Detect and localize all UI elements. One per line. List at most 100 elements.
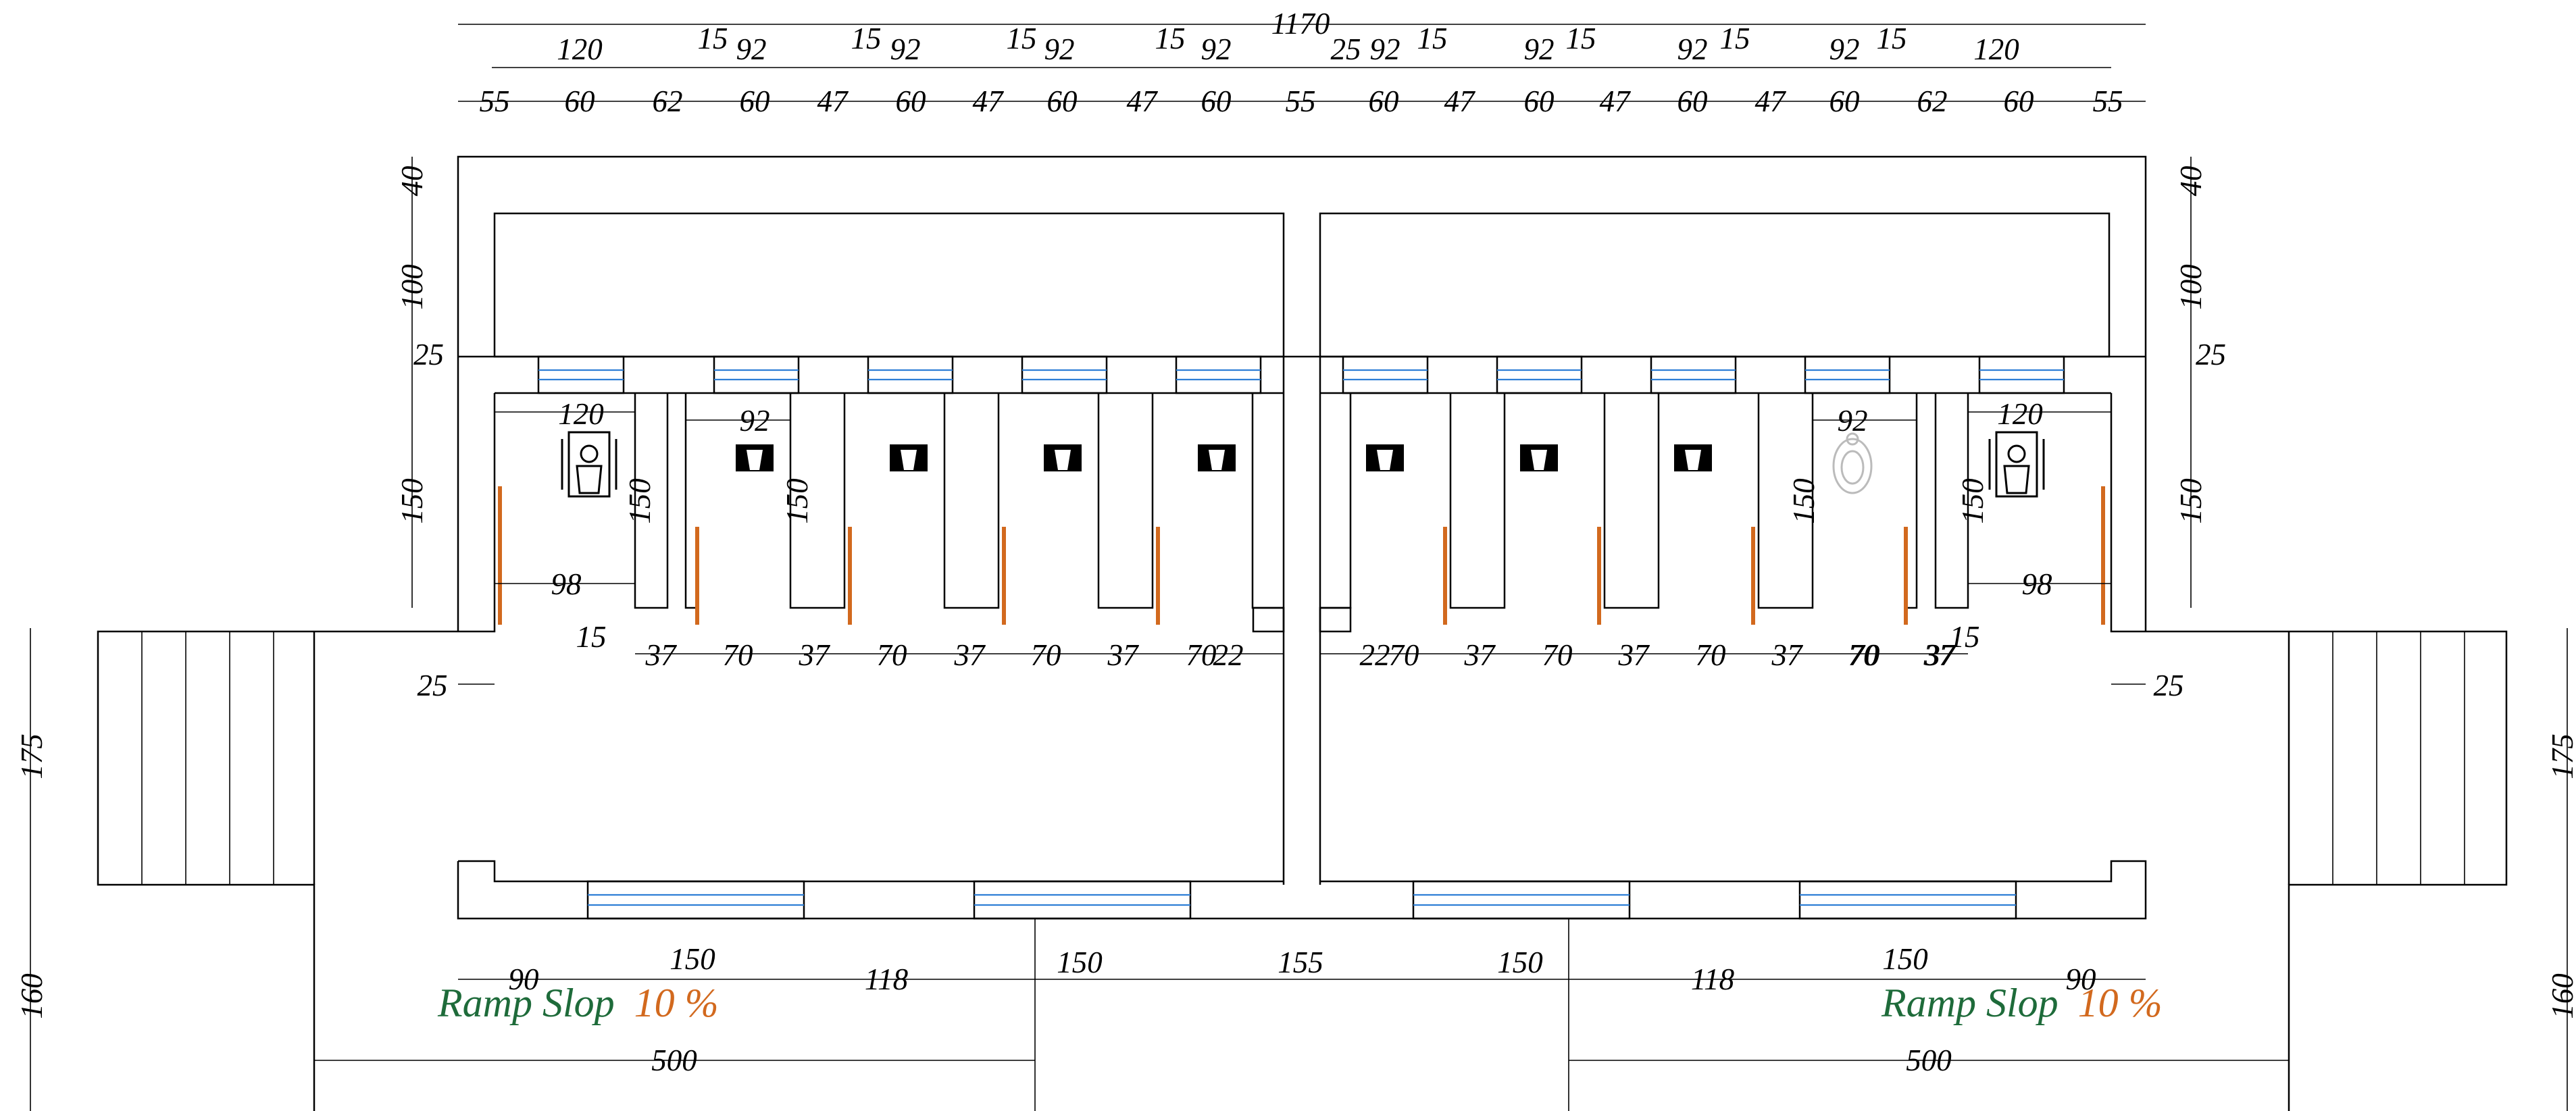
dim-mid-11: 60 xyxy=(1369,84,1399,118)
dim-stall-bottom-14: 70 xyxy=(1696,638,1726,672)
toilet-icon xyxy=(1044,444,1082,471)
dim-stall-bottom-4: 37 xyxy=(954,638,987,672)
window-bottom-0 xyxy=(586,880,805,920)
dim-stall-bottom-15: 37 xyxy=(1771,638,1804,672)
dim-stall-98-left: 98 xyxy=(551,567,582,601)
dim-mid-9: 60 xyxy=(1201,84,1232,118)
dim-mid-6: 47 xyxy=(973,84,1005,118)
dim-left-25: 25 xyxy=(413,338,444,371)
right-ramp-steps xyxy=(2146,630,2508,1111)
dim-stall-150-c: 150 xyxy=(1787,478,1821,524)
wheelchair-icon xyxy=(561,431,617,498)
dim-mid-7: 60 xyxy=(1047,84,1078,118)
dim-right-40: 40 xyxy=(2174,166,2208,197)
window-top-2 xyxy=(867,355,954,394)
dim-stall-bottom-13: 37 xyxy=(1618,638,1651,672)
dim-mid-18: 62 xyxy=(1917,84,1948,118)
dim-stall-150-a: 150 xyxy=(623,478,657,524)
window-bottom-3 xyxy=(1798,880,2017,920)
dim-500-right: 500 xyxy=(1906,1043,1952,1077)
top-dimensions: 1170 xyxy=(458,7,2146,102)
dim-500-left: 500 xyxy=(651,1043,697,1077)
right-vertical-dimensions: 40 100 25 150 xyxy=(2174,157,2226,608)
dim-top-8: 92 xyxy=(1201,32,1232,66)
building-walls xyxy=(457,155,2147,920)
dim-stall-bottom-3: 70 xyxy=(877,638,907,672)
dim-mid-19: 60 xyxy=(2004,84,2034,118)
dim-stall-bottom-7: 70 xyxy=(1186,638,1217,672)
dim-stall-bottom-8: 22 xyxy=(1213,638,1244,672)
window-top-3 xyxy=(1021,355,1108,394)
toilet-icon xyxy=(1520,444,1558,471)
dim-stall-150-d: 150 xyxy=(1956,478,1990,524)
dim-stall-25-right: 25 xyxy=(2154,669,2184,702)
dim-side-160-left: 160 xyxy=(15,973,49,1019)
dim-top-1: 15 xyxy=(698,22,728,55)
dim-mid-2: 62 xyxy=(653,84,683,118)
dim-top-7: 15 xyxy=(1155,22,1186,55)
dim-total-width: 1170 xyxy=(1271,7,1330,41)
dim-stall-bottom-16: 70 xyxy=(1848,638,1879,672)
fixtures xyxy=(561,431,2045,498)
ramp-label-left: Ramp Slop 10 % xyxy=(437,981,719,1025)
dim-top-15: 15 xyxy=(1720,22,1750,55)
dim-mid-20: 55 xyxy=(2093,84,2123,118)
dim-side-160-right: 160 xyxy=(2546,973,2576,1019)
dim-stall-15-right: 15 xyxy=(1950,620,1980,654)
dim-stall-120-right: 120 xyxy=(1997,397,2043,431)
window-top-6 xyxy=(1496,355,1583,394)
side-vertical-dimensions: 175 160 175 160 xyxy=(15,628,2576,1111)
dim-stall-bottom-1: 70 xyxy=(723,638,753,672)
dim-top-14: 92 xyxy=(1677,32,1708,66)
window-top-7 xyxy=(1650,355,1737,394)
dim-stall-150-b: 150 xyxy=(780,478,814,524)
dim-mid-5: 60 xyxy=(896,84,926,118)
stall-doors xyxy=(498,486,2105,625)
dim-top-4: 92 xyxy=(890,32,921,66)
dim-lower-6: 118 xyxy=(1691,962,1734,996)
dim-stall-bottom-9: 22 xyxy=(1360,638,1390,672)
dim-lower-2: 118 xyxy=(865,962,908,996)
dim-top-2: 92 xyxy=(736,32,767,66)
dim-mid-1: 60 xyxy=(565,84,595,118)
toilet-icon xyxy=(1366,444,1404,471)
svg-text:Ramp Slop 10 %: Ramp Slop 10 % xyxy=(1881,981,2163,1025)
dim-stall-120-left: 120 xyxy=(558,397,604,431)
dim-top-0: 120 xyxy=(557,32,603,66)
dim-top-16: 92 xyxy=(1829,32,1860,66)
dim-stall-bottom-5: 70 xyxy=(1031,638,1061,672)
dim-stall-bottom-2: 37 xyxy=(799,638,832,672)
dim-left-150: 150 xyxy=(395,478,429,524)
dim-mid-0: 55 xyxy=(480,84,510,118)
dim-side-175-left: 175 xyxy=(15,733,49,779)
dim-top-12: 92 xyxy=(1524,32,1555,66)
window-top-0 xyxy=(537,355,625,394)
dim-stall-bottom-6: 37 xyxy=(1107,638,1140,672)
dim-top-3: 15 xyxy=(851,22,882,55)
dim-right-150: 150 xyxy=(2174,478,2208,524)
dim-top-6: 92 xyxy=(1044,32,1075,66)
dim-top-9: 25 xyxy=(1331,32,1361,66)
dim-mid-8: 47 xyxy=(1127,84,1159,118)
dim-stall-bottom-18: 70 xyxy=(1850,638,1880,672)
dim-left-100: 100 xyxy=(395,264,429,310)
window-top-1 xyxy=(713,355,800,394)
dim-lower-8: 90 xyxy=(2066,962,2096,996)
dim-lower-1: 150 xyxy=(670,942,715,976)
dim-mid-13: 60 xyxy=(1524,84,1555,118)
dim-mid-16: 47 xyxy=(1755,84,1788,118)
dim-stall-25-left: 25 xyxy=(418,669,448,702)
stall-partitions-right xyxy=(1319,393,1969,633)
dim-top-10: 92 xyxy=(1370,32,1400,66)
dim-right-100: 100 xyxy=(2174,264,2208,310)
dim-top-13: 15 xyxy=(1566,22,1596,55)
dim-stall-92-right: 92 xyxy=(1838,404,1868,438)
wheelchair-icon xyxy=(1988,431,2045,498)
toilet-icon xyxy=(1674,444,1712,471)
dim-mid-10: 55 xyxy=(1286,84,1316,118)
lower-dimensions: 500 500 xyxy=(314,919,2289,1111)
dim-side-175-right: 175 xyxy=(2546,733,2576,779)
